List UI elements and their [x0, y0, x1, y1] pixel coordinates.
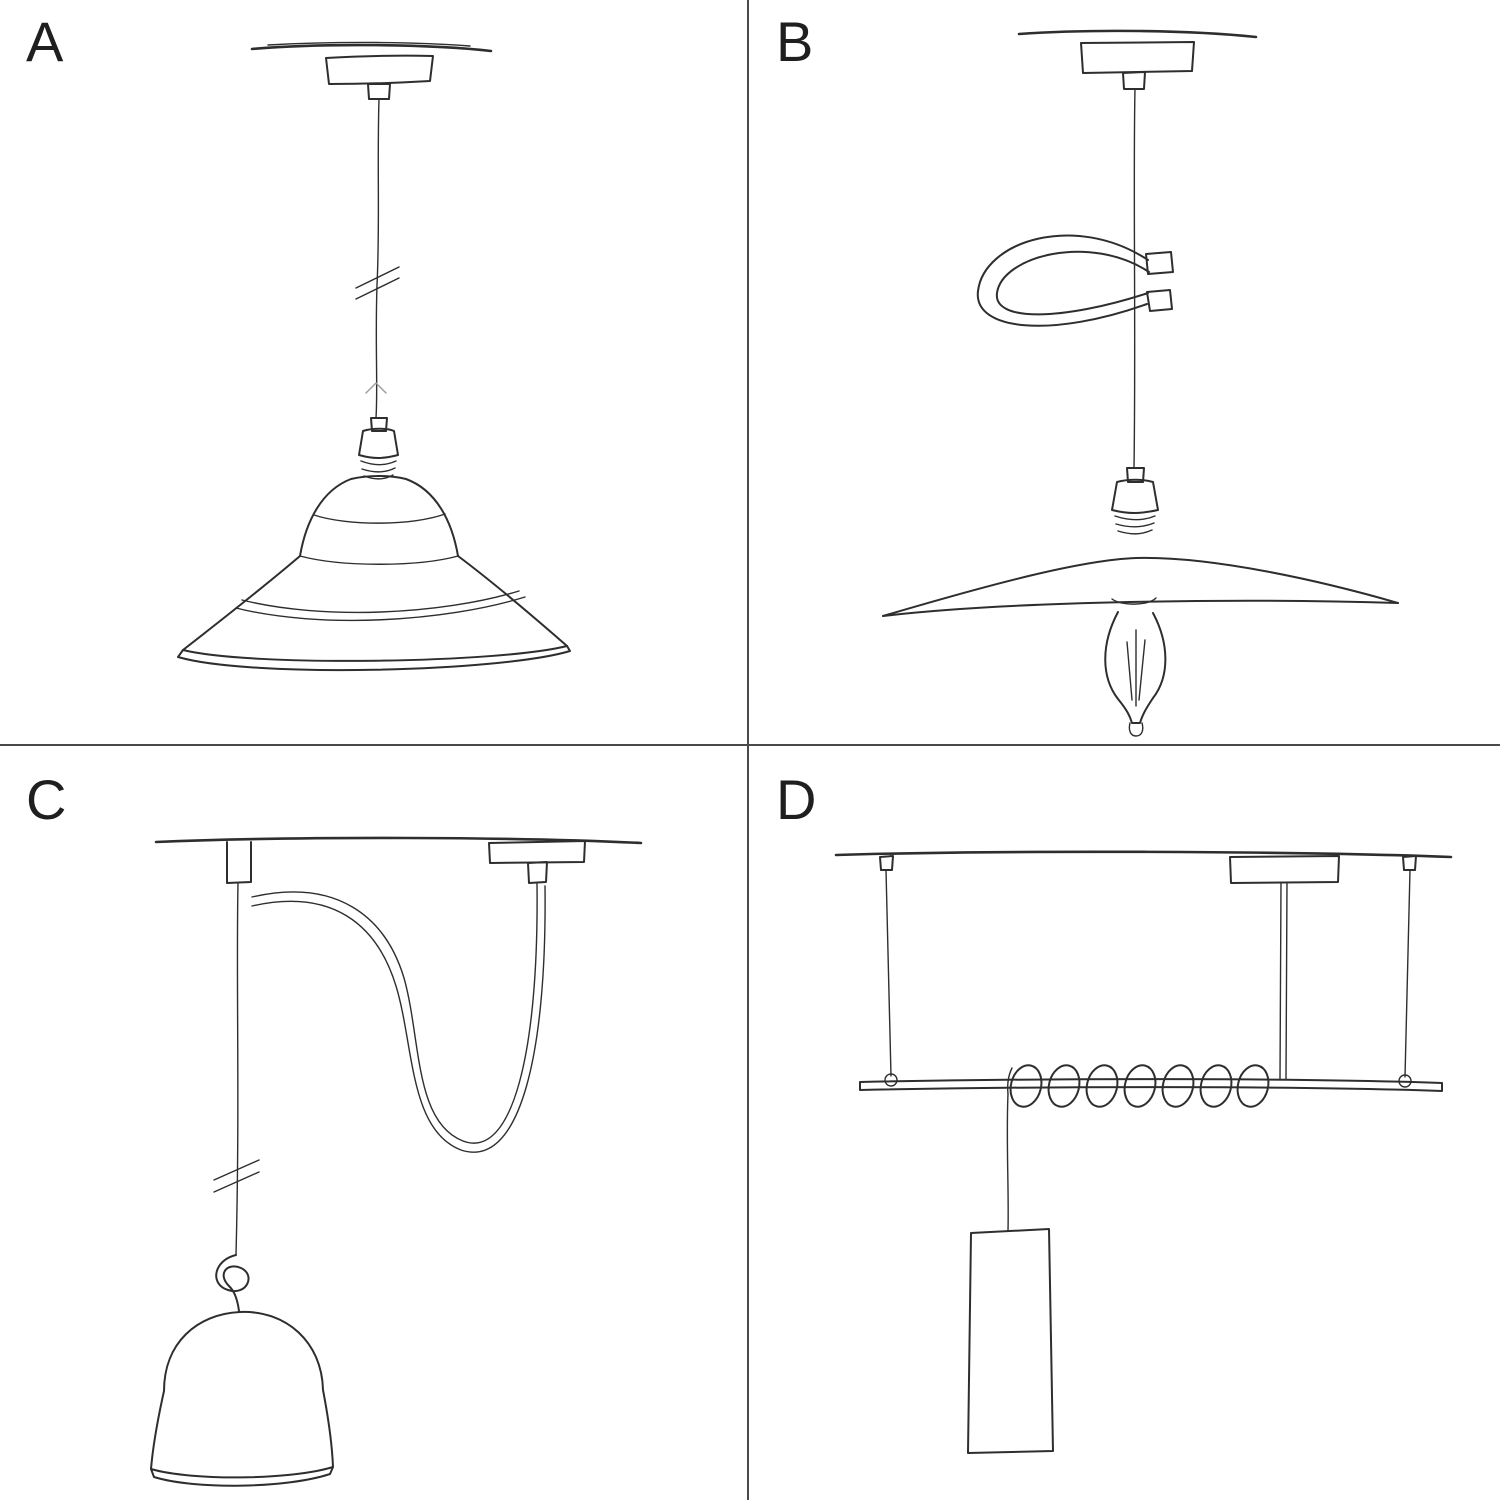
- pendant-cable-decentralizer-flat-shade-bulb-sketch: [882, 29, 1399, 737]
- flat-plate-shade-top: [882, 556, 1399, 617]
- panel-b-label: B: [776, 10, 815, 73]
- ceiling-line: [834, 850, 1453, 859]
- rose-rod: [1279, 882, 1288, 1080]
- shade-skirt: [182, 555, 568, 651]
- bulb-tip: [1128, 722, 1144, 737]
- pendant-cable: [375, 98, 380, 419]
- horizontal-divider: [0, 744, 1500, 746]
- left-wire-fitting: [879, 855, 894, 871]
- right-wire-fitting: [1402, 855, 1417, 871]
- shade-bottom-rim: [182, 645, 568, 662]
- socket-ferrule: [370, 417, 388, 432]
- suspension-bar: [859, 1078, 1443, 1092]
- right-suspension-wire: [1404, 869, 1411, 1078]
- socket-threads: [1114, 515, 1156, 535]
- socket-cup: [1111, 478, 1159, 514]
- bell-bottom-rim: [150, 1466, 334, 1487]
- drop-cable: [1006, 1093, 1009, 1232]
- coil-loop: [1123, 1064, 1157, 1108]
- hook-bracket: [226, 841, 252, 884]
- panel-d: D: [750, 750, 1500, 1500]
- socket-cup: [358, 427, 399, 459]
- panel-c: C: [0, 750, 750, 1500]
- ceiling-line-second-stroke: [267, 41, 471, 47]
- shade-shoulder-line: [299, 555, 459, 565]
- shade-rolled-edge: [177, 645, 571, 672]
- cable-break-marks: [213, 1159, 260, 1193]
- panel-d-label: D: [776, 768, 818, 831]
- ceiling-line: [1017, 29, 1258, 39]
- suspended-bar-coiled-cable-tube-pendant-sketch: [834, 850, 1453, 1454]
- ceiling-rose: [1080, 41, 1195, 74]
- ceiling-rose: [325, 54, 434, 85]
- left-suspension-wire: [885, 869, 892, 1077]
- shade-dome-seam: [313, 513, 446, 524]
- panel-b: B: [750, 0, 1500, 750]
- plate-center-detail: [1111, 597, 1157, 605]
- rose-neck: [1122, 71, 1146, 90]
- tube-pendant: [967, 1228, 1054, 1454]
- coil-loop: [1161, 1064, 1195, 1108]
- decentralizer-loop: [976, 234, 1150, 327]
- ceiling-rose: [488, 840, 586, 864]
- ceiling-rose: [1229, 855, 1340, 884]
- cable-break-marks: [355, 266, 400, 300]
- bulb-filament: [1126, 629, 1146, 707]
- panel-a-label: A: [26, 10, 65, 73]
- shade-stripe: [235, 590, 526, 622]
- panel-c-label: C: [26, 768, 68, 831]
- flat-plate-shade-bottom: [882, 599, 1399, 617]
- bulb-outline: [1104, 611, 1167, 724]
- bell-shade: [150, 1310, 334, 1470]
- coil-lead: [1006, 1067, 1013, 1095]
- coil-loop: [1047, 1064, 1081, 1108]
- ceiling-line: [250, 43, 493, 53]
- swag-cable: [251, 883, 546, 1153]
- cable-knot: [215, 1254, 250, 1312]
- rose-neck: [527, 861, 548, 884]
- left-wire-hook: [884, 1073, 898, 1087]
- socket-ferrule: [1126, 467, 1145, 483]
- panel-a: A: [0, 0, 750, 750]
- pendant-cable: [1133, 88, 1136, 469]
- decentralizer-clip: [1145, 251, 1174, 312]
- swag-pendant-knotted-cable-bell-shade-sketch: [150, 836, 643, 1487]
- drop-cable: [235, 883, 239, 1256]
- coil-loop: [1199, 1064, 1233, 1108]
- vertical-divider: [747, 0, 749, 1500]
- coil-loop: [1009, 1064, 1043, 1108]
- rose-neck: [367, 83, 391, 100]
- shade-dome: [299, 475, 459, 557]
- coil-loop: [1085, 1064, 1119, 1108]
- coil-loop: [1236, 1064, 1270, 1108]
- length-chevron-icon: [365, 382, 387, 394]
- cable-coil: [1009, 1064, 1270, 1108]
- pendant-straight-cable-industrial-shade-sketch: [177, 41, 571, 672]
